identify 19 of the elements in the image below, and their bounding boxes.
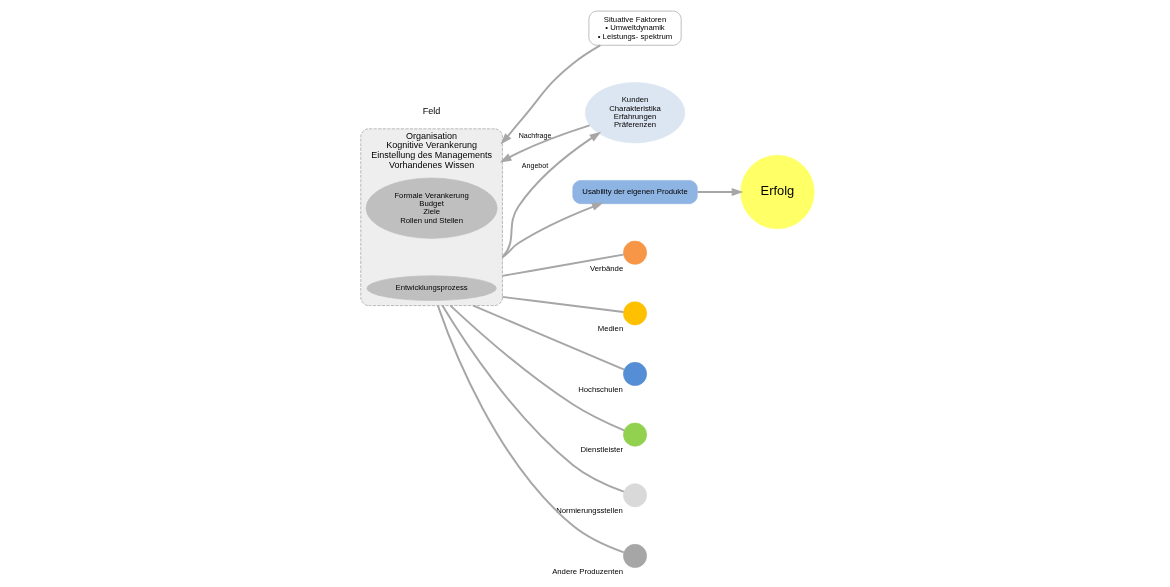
node-circle xyxy=(623,544,647,568)
connector xyxy=(441,304,625,493)
connector xyxy=(472,304,626,371)
node-circle xyxy=(623,483,647,508)
node-circle xyxy=(623,362,647,386)
connector xyxy=(449,304,626,432)
node-circle xyxy=(623,422,647,447)
connector xyxy=(501,295,625,313)
arrow xyxy=(501,202,604,259)
arrow xyxy=(499,124,591,163)
connector xyxy=(501,253,625,277)
connector xyxy=(436,304,625,554)
arrow xyxy=(500,44,602,145)
node-circle xyxy=(623,240,647,265)
arrow xyxy=(501,131,602,259)
arrow xyxy=(696,187,744,197)
node-circle xyxy=(623,301,647,326)
node-circle: Erfolg xyxy=(740,154,815,230)
label: Feld xyxy=(422,106,441,117)
